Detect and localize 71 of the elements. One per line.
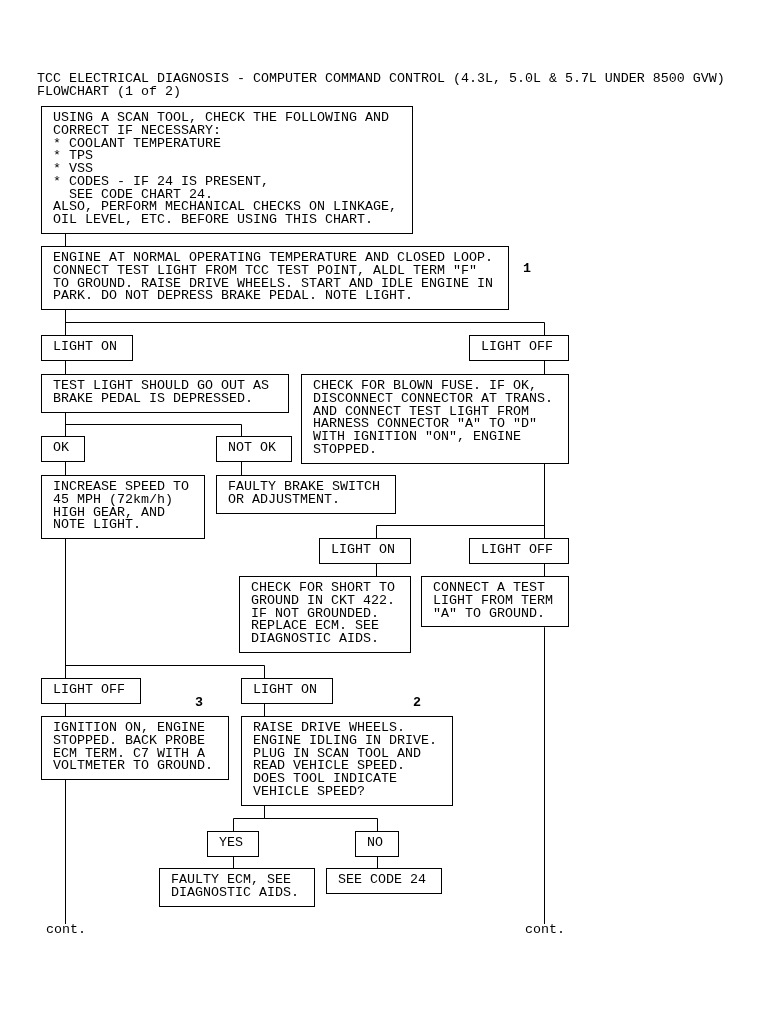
instruction-text: IGNITION ON, ENGINE STOPPED. BACK PROBE ECM TERM. C7 WITH A VOLTMETER TO GROUND. [53,722,214,773]
outcome-text: LIGHT ON [253,684,318,697]
instruction-text: * CODES - IF 24 IS PRESENT, SEE CODE CHART 24. [53,175,269,202]
connector-line [264,805,378,832]
instruction-text: INCREASE SPEED TO 45 MPH (72km/h) HIGH GEAR, AND NOTE LIGHT. [53,481,190,532]
continuation-text: cont. [45,924,87,937]
instruction-text: TEST LIGHT SHOULD GO OUT AS BRAKE PEDAL IS DEPRESSED. [53,380,270,406]
instruction-text: USING A SCAN TOOL, CHECK THE FOLLOWING AND CORRECT IF NECESSARY: [53,112,390,138]
instruction-text: RAISE DRIVE WHEELS. ENGINE IDLING IN DRIVE. PLUG IN SCAN TOOL AND READ VEHICLE SPEED. DOES TOOL INDICATE VEHICLE SPEED? [253,722,438,799]
process-box [301,374,569,464]
outcome-text: OK [53,442,70,455]
connector-line [233,856,234,869]
instruction-text: FAULTY ECM, SEE DIAGNOSTIC AIDS. [171,874,300,900]
outcome-box [355,831,399,857]
process-box [326,868,442,894]
step-number: 2 [413,697,421,710]
continuation-text: cont. [524,924,566,937]
outcome-box [319,538,411,564]
outcome-box [241,678,333,704]
connector-line [65,360,66,375]
process-box [41,246,509,310]
step-number: 3 [195,697,203,710]
instruction-text: * VSS [53,163,94,176]
instruction-text: FAULTY BRAKE SWITCH OR ADJUSTMENT. [228,481,381,507]
connector-line [544,360,545,375]
outcome-text: NO [367,837,384,850]
step-number: 1 [523,263,531,276]
connector-line [65,461,66,476]
instruction-text: SEE CODE 24 [338,874,427,887]
instruction-text: ALSO, PERFORM MECHANICAL CHECKS ON LINKAGE, OIL LEVEL, ETC. BEFORE USING THIS CHART. [53,201,398,227]
instruction-text: ENGINE AT NORMAL OPERATING TEMPERATURE AND CLOSED LOOP. CONNECT TEST LIGHT FROM TCC TEST POINT, ALDL TERM "F" TO GROUND. RAISE DRIVE WHEELS. START AND IDLE ENGINE IN PARK. DO NOT DEPRESS BRAKE PEDAL. NOTE LIGHT. [53,252,494,303]
outcome-box [207,831,259,857]
connector-line [377,856,378,869]
outcome-box [469,335,569,361]
connector-line [544,563,545,577]
outcome-text: YES [219,837,244,850]
outcome-box [41,436,85,462]
connector-line [65,779,66,925]
connector-line [65,703,66,717]
outcome-text: LIGHT OFF [481,544,554,557]
outcome-box [469,538,569,564]
connector-line [65,412,242,437]
outcome-text: NOT OK [228,442,277,455]
connector-line [241,461,242,476]
process-box [159,868,315,907]
outcome-box [41,678,141,704]
process-box [41,106,413,234]
connector-line [65,233,66,247]
outcome-text: LIGHT OFF [53,684,126,697]
process-box [421,576,569,628]
outcome-box [216,436,292,462]
process-box [41,374,289,413]
outcome-box [41,335,133,361]
process-box [216,475,396,514]
instruction-text: CHECK FOR SHORT TO GROUND IN CKT 422. IF NOT GROUNDED. REPLACE ECM. SEE DIAGNOSTIC AIDS. [251,582,396,646]
outcome-text: LIGHT OFF [481,341,554,354]
connector-line [544,626,545,925]
connector-line [376,563,377,577]
instruction-text: * COOLANT TEMPERATURE [53,137,222,151]
instruction-text: * TPS [53,150,94,163]
process-box [239,576,411,653]
outcome-text: LIGHT ON [53,341,118,354]
process-box [41,475,205,539]
process-box [241,716,453,806]
process-box [41,716,229,780]
connector-line [264,703,265,717]
outcome-text: LIGHT ON [331,544,396,557]
diagram-title: TCC ELECTRICAL DIAGNOSIS - COMPUTER COMMAND CONTROL (4.3L, 5.0L & 5.7L UNDER 8500 GVW) FLOWCHART (1 of 2) [37,73,726,99]
instruction-text: CHECK FOR BLOWN FUSE. IF OK, DISCONNECT CONNECTOR AT TRANS. AND CONNECT TEST LIGHT FROM HARNESS CONNECTOR "A" TO "D" WITH IGNITION "ON", ENGINE STOPPED. [313,380,554,457]
connector-line [544,463,545,539]
instruction-text: CONNECT A TEST LIGHT FROM TERM "A" TO GROUND. [433,582,554,621]
